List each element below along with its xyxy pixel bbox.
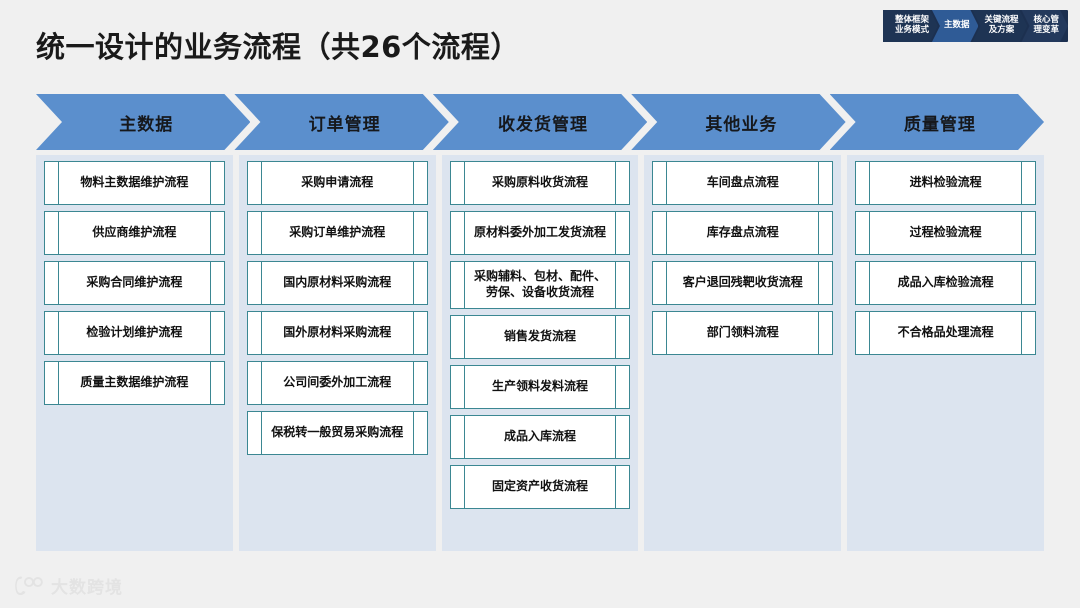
column-header-0[interactable]: 主数据 <box>36 94 250 150</box>
column-header-label: 主数据 <box>119 114 174 135</box>
process-label: 客户退回残靶收货流程 <box>682 275 803 290</box>
process-box[interactable]: 部门领料流程 <box>652 311 834 355</box>
column-panel-3: 车间盘点流程库存盘点流程客户退回残靶收货流程部门领料流程 <box>644 155 842 551</box>
process-label: 采购申请流程 <box>301 175 374 190</box>
process-box[interactable]: 成品入库检验流程 <box>855 261 1036 305</box>
dashu-logo-icon <box>15 576 43 595</box>
process-box[interactable]: 不合格品处理流程 <box>855 311 1036 355</box>
process-label: 过程检验流程 <box>909 225 982 240</box>
process-label: 进料检验流程 <box>909 175 982 190</box>
process-label: 国外原材料采购流程 <box>283 325 392 340</box>
process-box[interactable]: 车间盘点流程 <box>652 161 834 205</box>
process-label: 质量主数据维护流程 <box>80 375 189 390</box>
column-header-label: 质量管理 <box>903 114 976 135</box>
process-box[interactable]: 采购订单维护流程 <box>246 211 428 255</box>
process-columns: 物料主数据维护流程供应商维护流程采购合同维护流程检验计划维护流程质量主数据维护流… <box>36 155 1044 551</box>
topnav-item-3[interactable]: 核心管 理变革 <box>1021 10 1068 42</box>
column-panel-2: 采购原料收货流程原材料委外加工发货流程采购辅料、包材、配件、 劳保、设备收货流程… <box>441 155 639 551</box>
watermark-text: 大数跨境 <box>51 578 123 598</box>
process-box[interactable]: 采购辅料、包材、配件、 劳保、设备收货流程 <box>449 261 631 309</box>
process-box[interactable]: 采购原料收货流程 <box>449 161 631 205</box>
column-header-label: 订单管理 <box>308 114 381 135</box>
process-label: 公司间委外加工流程 <box>283 375 392 390</box>
process-box[interactable]: 检验计划维护流程 <box>44 311 225 355</box>
process-box[interactable]: 固定资产收货流程 <box>449 465 631 509</box>
process-label: 成品入库流程 <box>503 429 576 444</box>
process-box[interactable]: 公司间委外加工流程 <box>246 361 428 405</box>
process-box[interactable]: 采购申请流程 <box>246 161 428 205</box>
process-box[interactable]: 客户退回残靶收货流程 <box>652 261 834 305</box>
process-box[interactable]: 进料检验流程 <box>855 161 1036 205</box>
process-label: 生产领料发料流程 <box>491 379 588 394</box>
process-label: 采购订单维护流程 <box>289 225 386 240</box>
process-box[interactable]: 生产领料发料流程 <box>449 365 631 409</box>
process-box[interactable]: 成品入库流程 <box>449 415 631 459</box>
process-label: 成品入库检验流程 <box>897 275 994 290</box>
process-box[interactable]: 国内原材料采购流程 <box>246 261 428 305</box>
process-box[interactable]: 过程检验流程 <box>855 211 1036 255</box>
process-label: 不合格品处理流程 <box>897 325 994 340</box>
process-label: 供应商维护流程 <box>92 225 177 240</box>
column-header-label: 其他业务 <box>705 114 778 135</box>
process-box[interactable]: 库存盘点流程 <box>652 211 834 255</box>
column-header-1[interactable]: 订单管理 <box>234 94 448 150</box>
process-label: 固定资产收货流程 <box>491 479 588 494</box>
topnav-item-0[interactable]: 整体框架 业务模式 <box>883 10 938 42</box>
process-box[interactable]: 物料主数据维护流程 <box>44 161 225 205</box>
process-box[interactable]: 原材料委外加工发货流程 <box>449 211 631 255</box>
process-label: 国内原材料采购流程 <box>283 275 392 290</box>
watermark: 大数跨境 <box>14 573 123 598</box>
process-box[interactable]: 销售发货流程 <box>449 315 631 359</box>
column-header-4[interactable]: 质量管理 <box>830 94 1044 150</box>
process-label: 采购合同维护流程 <box>86 275 183 290</box>
process-box[interactable]: 采购合同维护流程 <box>44 261 225 305</box>
column-header-row: 主数据 订单管理 收发货管理 其他业务 质量管理 <box>36 94 1044 150</box>
column-header-3[interactable]: 其他业务 <box>631 94 845 150</box>
column-panel-0: 物料主数据维护流程供应商维护流程采购合同维护流程检验计划维护流程质量主数据维护流… <box>36 155 233 551</box>
process-label: 车间盘点流程 <box>706 175 779 190</box>
process-label: 部门领料流程 <box>706 325 779 340</box>
process-box[interactable]: 国外原材料采购流程 <box>246 311 428 355</box>
process-box[interactable]: 供应商维护流程 <box>44 211 225 255</box>
column-header-label: 收发货管理 <box>498 114 589 135</box>
column-panel-4: 进料检验流程过程检验流程成品入库检验流程不合格品处理流程 <box>847 155 1044 551</box>
top-navigation: 整体框架 业务模式主数据关键流程 及方案核心管 理变革 <box>882 10 1068 42</box>
process-box[interactable]: 保税转一般贸易采购流程 <box>246 411 428 455</box>
process-label: 采购辅料、包材、配件、 劳保、设备收货流程 <box>473 269 606 299</box>
topnav-item-1[interactable]: 主数据 <box>932 10 979 42</box>
topnav-item-2[interactable]: 关键流程 及方案 <box>972 10 1027 42</box>
process-label: 原材料委外加工发货流程 <box>473 225 606 240</box>
process-label: 检验计划维护流程 <box>86 325 183 340</box>
page-title: 统一设计的业务流程（共26个流程） <box>36 30 520 64</box>
process-label: 库存盘点流程 <box>706 225 779 240</box>
process-box[interactable]: 质量主数据维护流程 <box>44 361 225 405</box>
process-label: 保税转一般贸易采购流程 <box>271 425 404 440</box>
process-label: 物料主数据维护流程 <box>80 175 189 190</box>
column-header-2[interactable]: 收发货管理 <box>433 94 647 150</box>
process-label: 采购原料收货流程 <box>491 175 588 190</box>
column-panel-1: 采购申请流程采购订单维护流程国内原材料采购流程国外原材料采购流程公司间委外加工流… <box>238 155 436 551</box>
process-label: 销售发货流程 <box>503 329 576 344</box>
